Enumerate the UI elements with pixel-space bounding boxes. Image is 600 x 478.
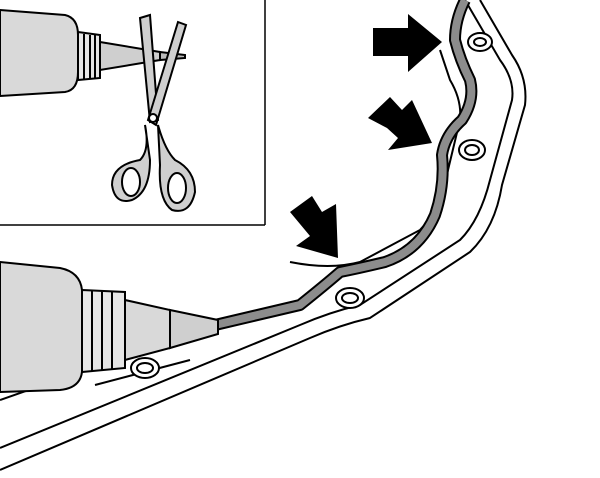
sealant-tube <box>0 260 219 394</box>
inset-sealant-tube <box>0 8 186 98</box>
arrow-icon <box>368 97 432 150</box>
bolt-holes <box>130 32 493 379</box>
inset-frame <box>0 0 266 226</box>
scissors-icon <box>110 13 197 212</box>
indicator-arrows <box>290 14 442 258</box>
arrow-icon <box>290 196 338 258</box>
arrow-icon <box>373 14 442 72</box>
sealant-bead-fill <box>214 0 476 329</box>
